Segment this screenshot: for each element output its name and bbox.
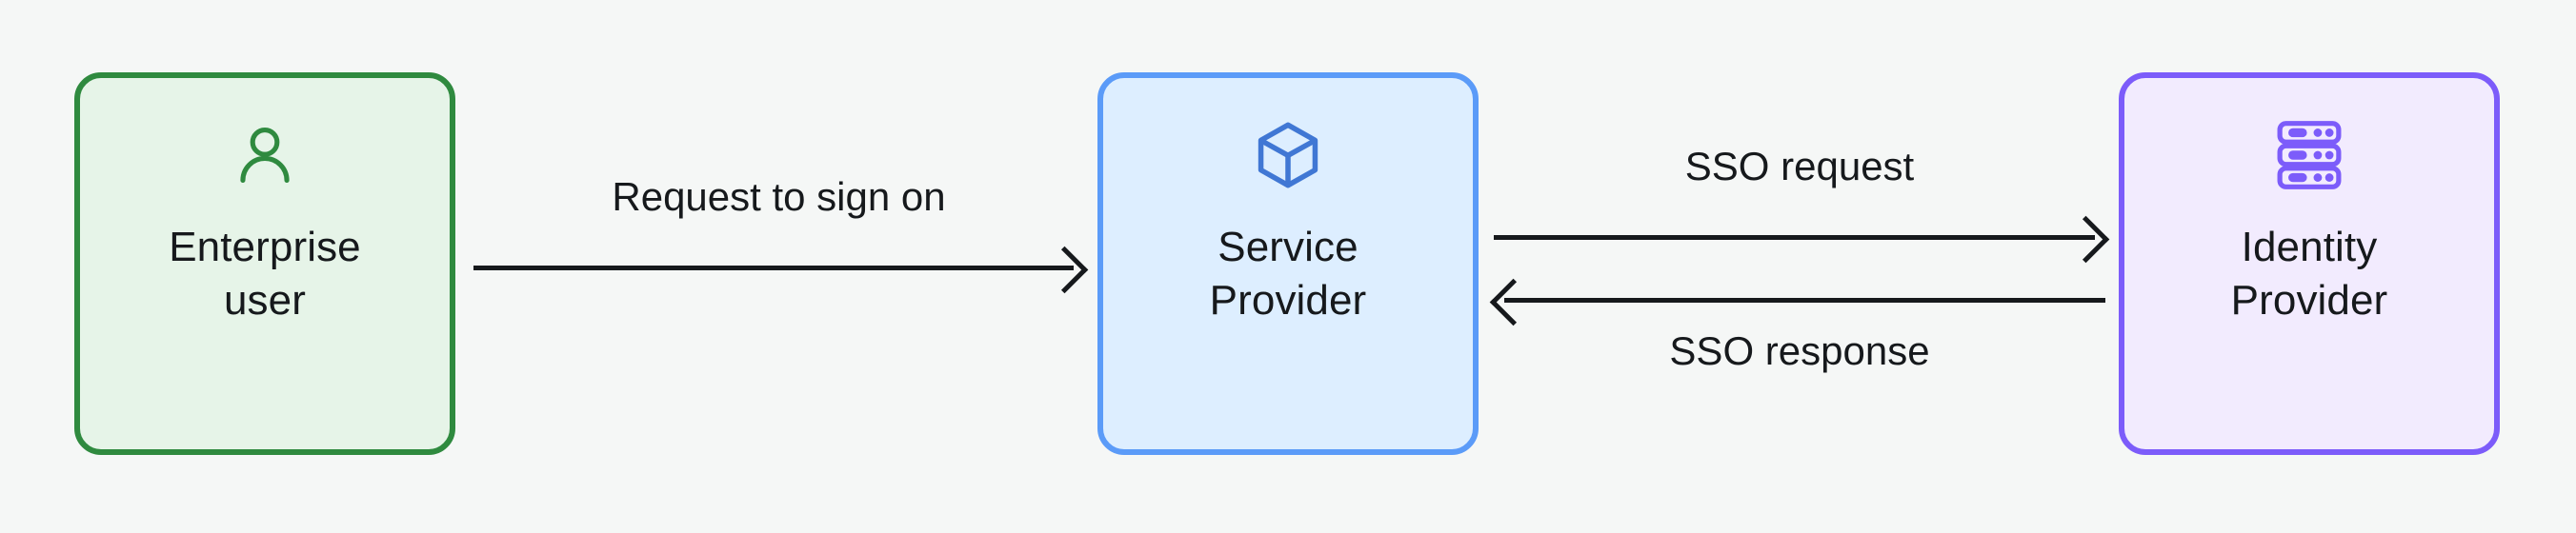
node-label-line-1: Service (1218, 224, 1358, 270)
edge-line (473, 266, 1074, 270)
edge-label-sso-response: SSO response (1669, 328, 1930, 373)
edge-line (1494, 235, 2095, 240)
server-rack-icon (2274, 114, 2345, 196)
arrowhead-right-icon (2062, 215, 2110, 264)
edge-line (1504, 298, 2105, 303)
node-label-line-1: Identity (2241, 224, 2378, 270)
node-label-service-provider: Service Provider (1210, 221, 1367, 327)
node-label-line-2: user (223, 277, 306, 324)
node-label-line-2: Provider (2230, 277, 2388, 324)
edge-label-request-to-sign-on: Request to sign on (612, 174, 946, 219)
arrowhead-left-icon (1489, 278, 1538, 326)
node-label-line-2: Provider (1209, 277, 1367, 324)
cube-icon (1251, 114, 1325, 196)
node-label-enterprise-user: Enterprise user (169, 221, 361, 327)
node-label-line-1: Enterprise (169, 224, 361, 270)
node-enterprise-user[interactable]: Enterprise user (74, 72, 455, 455)
user-icon (226, 114, 304, 196)
edge-label-sso-request: SSO request (1684, 144, 1915, 188)
node-service-provider[interactable]: Service Provider (1097, 72, 1479, 455)
node-identity-provider[interactable]: Identity Provider (2119, 72, 2500, 455)
node-label-identity-provider: Identity Provider (2231, 221, 2388, 327)
arrowhead-right-icon (1040, 246, 1089, 294)
